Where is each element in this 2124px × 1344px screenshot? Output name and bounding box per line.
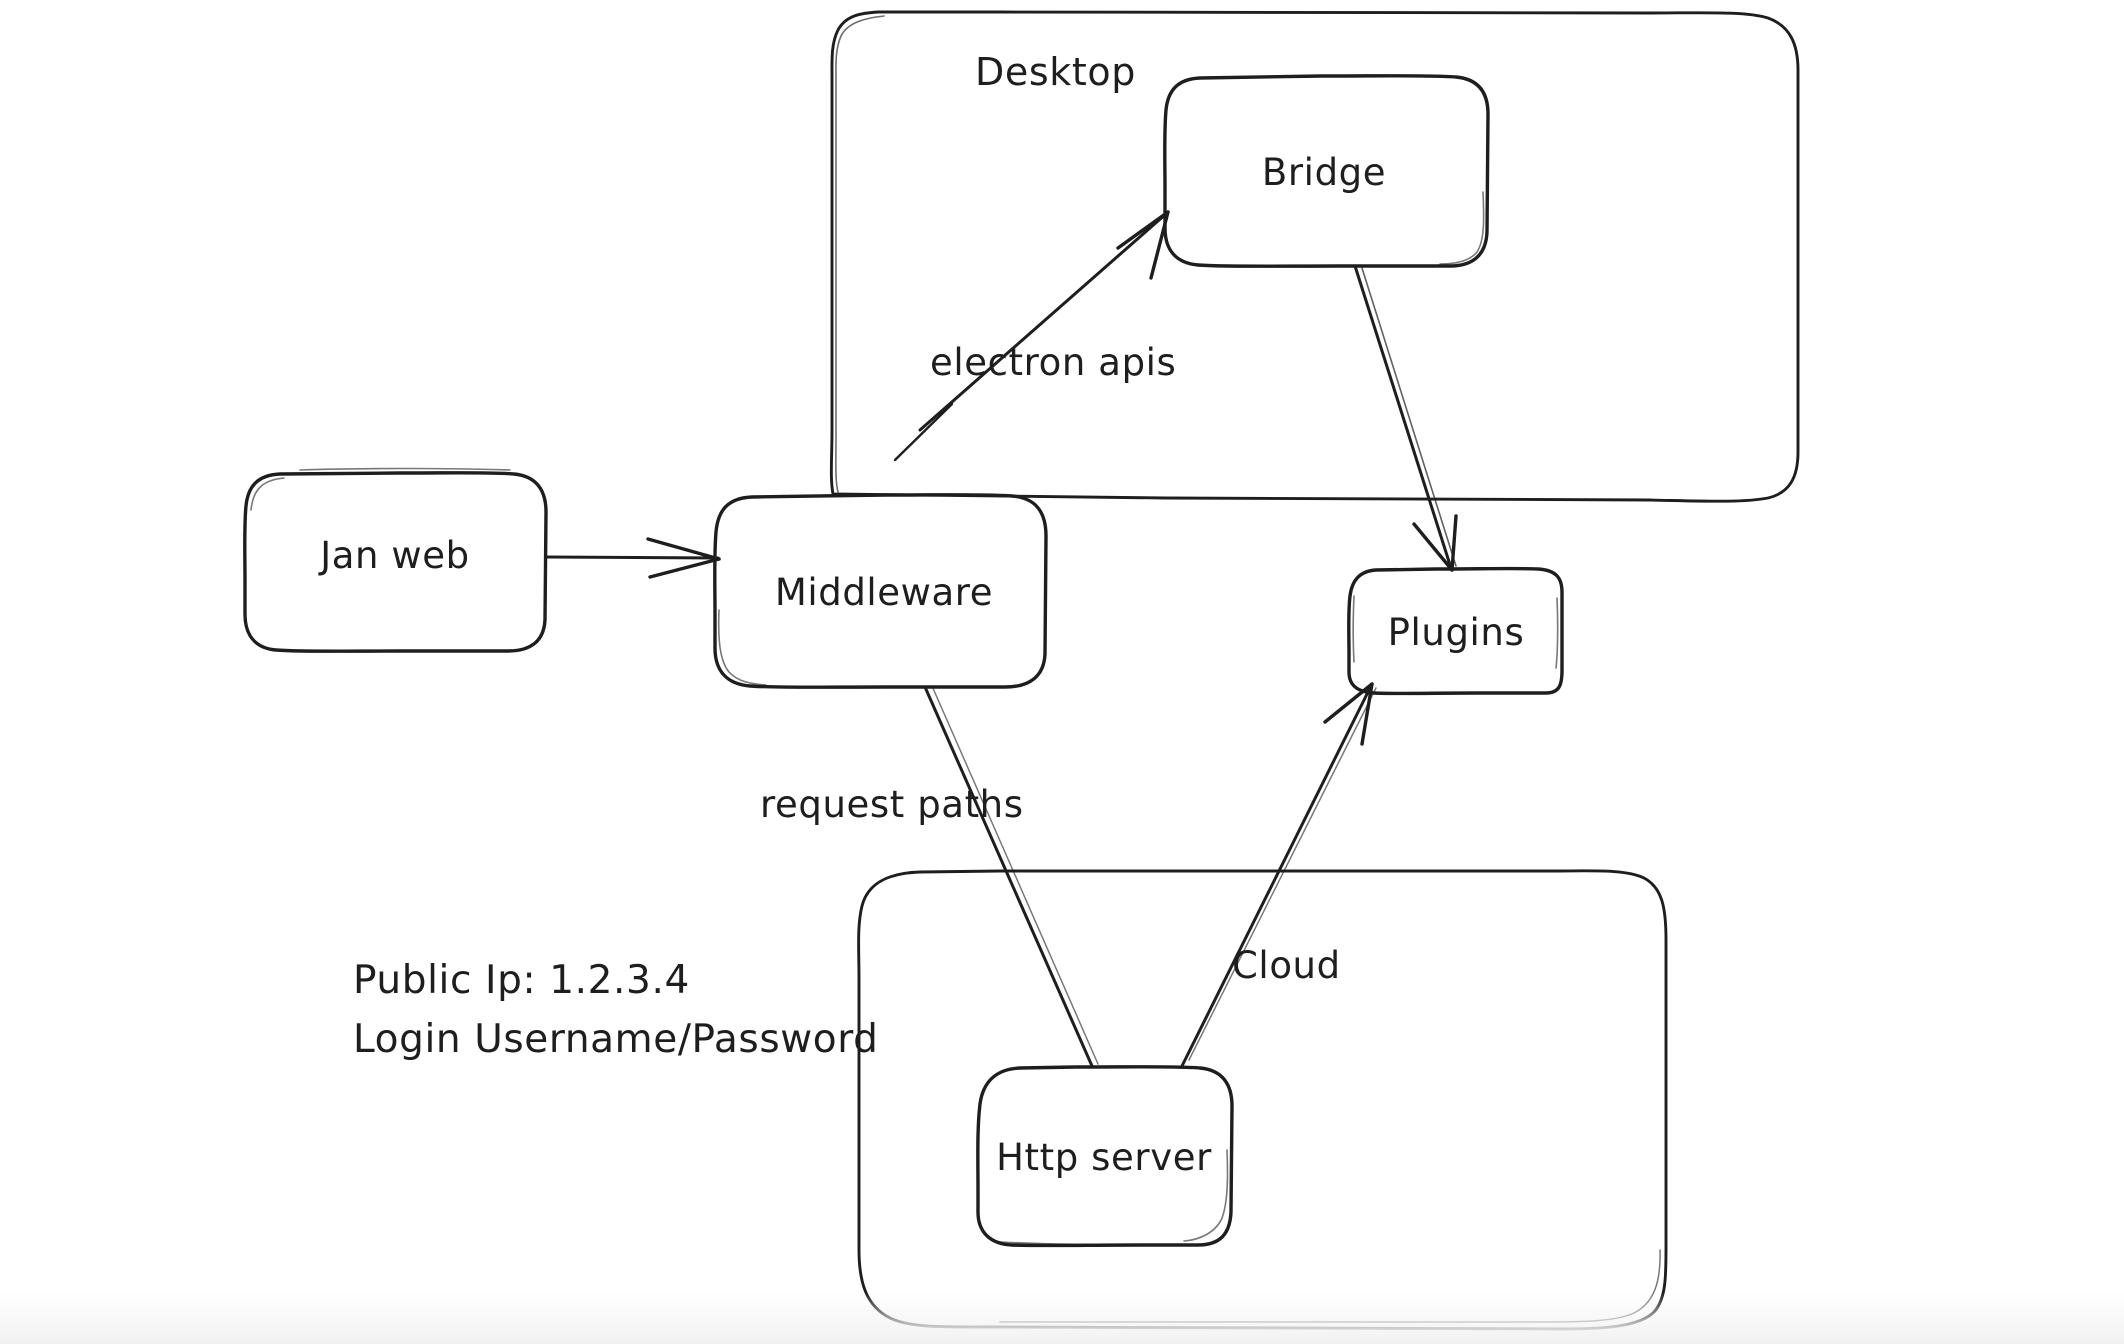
- arrowhead-upper: [646, 537, 721, 561]
- edge-bridge-to-plugins: [1353, 264, 1458, 572]
- arrowhead-lower: [1149, 210, 1170, 280]
- edge-http-server-to-plugins: [1180, 682, 1377, 1068]
- group-label-desktop: Desktop: [975, 50, 1136, 94]
- edge-middleware-to-http-server: [923, 685, 1099, 1068]
- node-jan-web[interactable]: Jan web: [243, 467, 548, 653]
- edge-jan-web-to-middleware: [544, 537, 721, 579]
- node-label-plugins: Plugins: [1388, 611, 1525, 654]
- arrowhead-right: [1450, 514, 1458, 572]
- node-http-server[interactable]: Http server: [976, 1065, 1234, 1248]
- arrowhead-lower: [648, 557, 721, 579]
- edge-label-request-paths: request paths: [760, 783, 1024, 826]
- edge-label-cloud: Cloud: [1232, 944, 1341, 987]
- arrowhead-right: [1360, 682, 1374, 746]
- node-plugins[interactable]: Plugins: [1347, 566, 1564, 696]
- arrowhead-upper: [1116, 210, 1170, 250]
- arrowhead-left: [1323, 682, 1374, 724]
- node-label-jan-web: Jan web: [318, 534, 470, 577]
- node-label-bridge: Bridge: [1262, 151, 1386, 194]
- edge-middleware-to-bridge: [893, 210, 1170, 462]
- note-login-credentials: Login Username/Password: [353, 1017, 879, 1062]
- edge-label-electron-apis: electron apis: [930, 341, 1176, 384]
- node-label-middleware: Middleware: [775, 571, 993, 614]
- arrowhead-left: [1412, 522, 1454, 572]
- node-label-http-server: Http server: [996, 1136, 1212, 1179]
- note-public-ip: Public Ip: 1.2.3.4: [353, 958, 690, 1003]
- node-bridge[interactable]: Bridge: [1163, 74, 1490, 268]
- group-desktop: [829, 10, 1800, 503]
- node-middleware[interactable]: Middleware: [713, 493, 1048, 689]
